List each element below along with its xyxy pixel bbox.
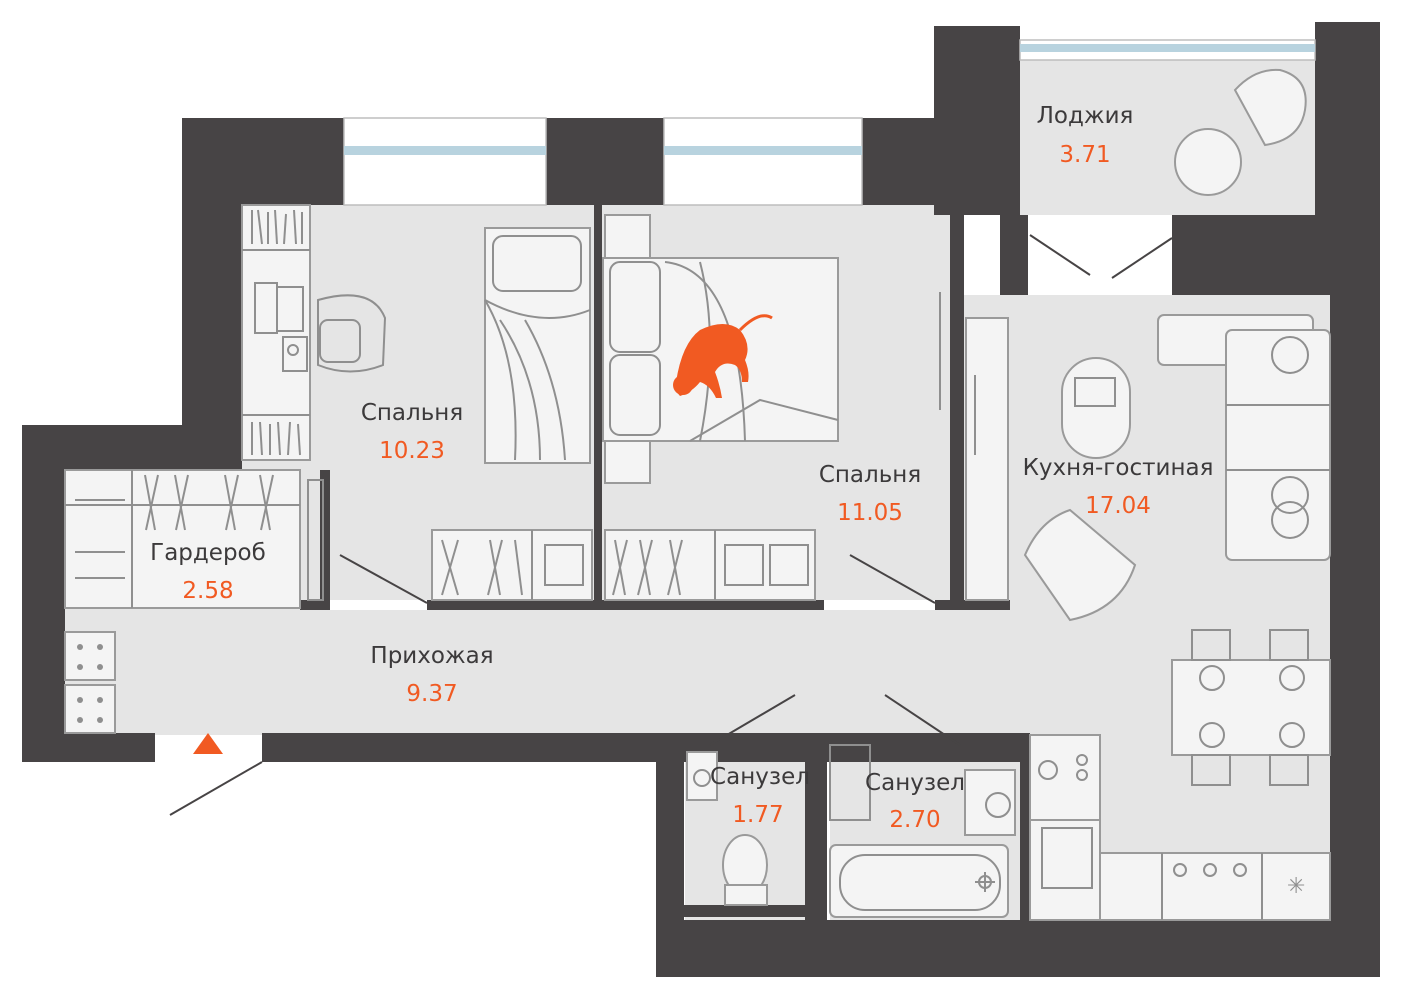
hallway-name: Прихожая xyxy=(370,643,493,669)
loggia-area: 3.71 xyxy=(1059,142,1110,168)
windows xyxy=(343,39,1316,206)
wardrobe-furniture xyxy=(64,469,324,734)
kitchen-furniture: ✳ xyxy=(965,314,1331,921)
door-entrance xyxy=(169,761,263,816)
bathroom-furniture xyxy=(686,744,1016,918)
door-bedroom2 xyxy=(849,554,936,604)
door-bath1 xyxy=(709,694,796,746)
entrance-arrow-icon xyxy=(193,733,223,754)
bedroom2-name: Спальня xyxy=(819,462,921,488)
svg-text:✳: ✳ xyxy=(1287,874,1305,899)
bath1-name: Санузел xyxy=(710,764,810,790)
bedroom1-area: 10.23 xyxy=(379,438,445,464)
hallway-area: 9.37 xyxy=(406,681,457,707)
door-loggia-left xyxy=(1029,234,1091,276)
wardrobe-area: 2.58 xyxy=(182,578,233,604)
bedroom1-furniture xyxy=(241,204,593,601)
bath2-area: 2.70 xyxy=(889,807,940,833)
bedroom2-furniture xyxy=(602,214,941,601)
doors xyxy=(169,234,1173,816)
door-loggia-right xyxy=(1111,237,1173,279)
bath1-area: 1.77 xyxy=(732,802,783,828)
wardrobe-name: Гардероб xyxy=(150,540,266,566)
door-bath2 xyxy=(884,694,961,746)
kitchen-name: Кухня-гостиная xyxy=(1023,455,1214,481)
kitchen-area: 17.04 xyxy=(1085,493,1151,519)
cat-icon xyxy=(673,314,773,398)
bedroom1-name: Спальня xyxy=(361,400,463,426)
walls xyxy=(22,22,1380,977)
room-labels: Лоджия 3.71 Спальня 10.23 Спальня 11.05 … xyxy=(150,103,1213,833)
window-loggia xyxy=(1019,39,1316,61)
loggia-name: Лоджия xyxy=(1037,103,1134,129)
door-bedroom1 xyxy=(339,554,428,604)
loggia-furniture xyxy=(1174,68,1307,196)
bedroom2-area: 11.05 xyxy=(837,500,903,526)
window-bedroom1 xyxy=(343,117,547,206)
bath2-name: Санузел xyxy=(865,770,965,796)
window-bedroom2 xyxy=(663,117,863,206)
